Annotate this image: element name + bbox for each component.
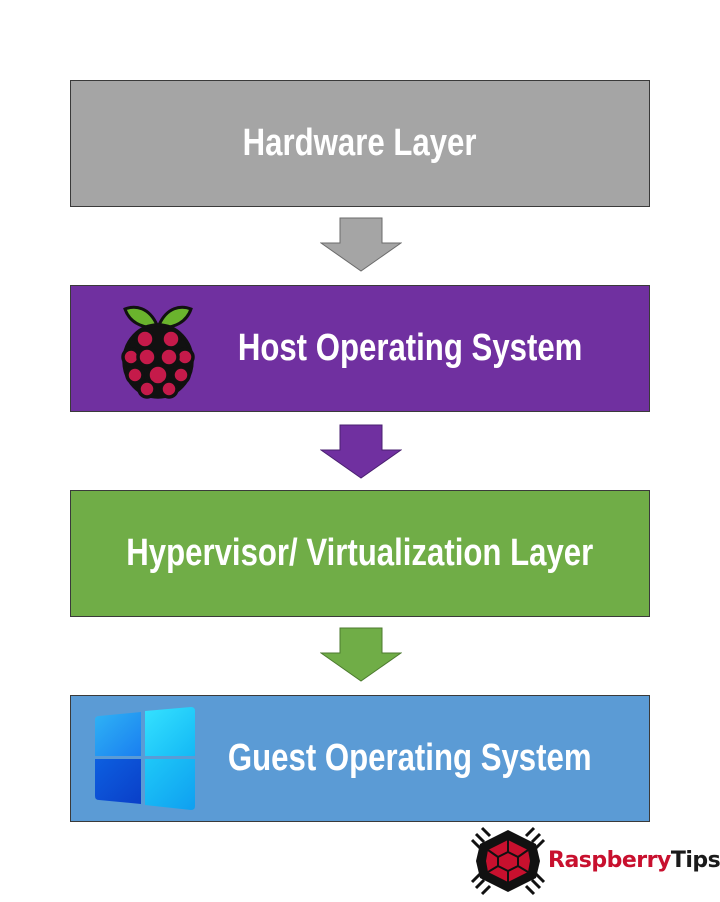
arrow-down-icon xyxy=(320,424,402,479)
hardware-layer-box: Hardware Layer xyxy=(70,80,650,207)
brand-name-part2: Tips xyxy=(670,848,720,873)
hypervisor-layer-label: Hypervisor/ Virtualization Layer xyxy=(126,532,594,574)
host-os-label: Host Operating System xyxy=(237,327,583,369)
arrow-down-icon xyxy=(320,217,402,272)
raspberry-pi-icon xyxy=(121,305,195,399)
windows-icon xyxy=(95,707,195,810)
guest-os-label: Guest Operating System xyxy=(228,737,592,779)
arrow-down-icon xyxy=(320,627,402,682)
host-os-box: Host Operating System xyxy=(70,285,650,412)
brand-name-part1: Raspberry xyxy=(548,848,671,873)
raspberry-chip-icon xyxy=(470,826,546,896)
hardware-layer-label: Hardware Layer xyxy=(243,122,477,164)
hypervisor-layer-box: Hypervisor/ Virtualization Layer xyxy=(70,490,650,617)
brand-logo: RaspberryTips xyxy=(470,826,720,896)
guest-os-box: Guest Operating System xyxy=(70,695,650,822)
